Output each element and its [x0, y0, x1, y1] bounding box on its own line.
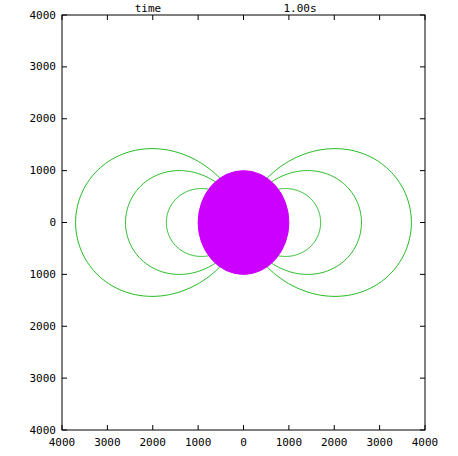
- y-tick-label: 4000: [30, 9, 57, 22]
- plot-title: time: [135, 2, 162, 15]
- y-tick-label: 2000: [30, 112, 57, 125]
- star-disc: [198, 171, 289, 275]
- x-tick-label: 2000: [321, 436, 348, 449]
- x-tick-label: 0: [240, 436, 247, 449]
- x-tick-label: 1000: [185, 436, 212, 449]
- plot-frame: [62, 15, 425, 430]
- y-tick-label: 4000: [30, 424, 57, 437]
- y-tick-label: 2000: [30, 320, 57, 333]
- x-tick-label: 4000: [412, 436, 439, 449]
- x-tick-label: 3000: [94, 436, 121, 449]
- x-tick-label: 1000: [276, 436, 303, 449]
- y-tick-label: 1000: [30, 268, 57, 281]
- y-tick-label: 3000: [30, 372, 57, 385]
- field-lines: [76, 149, 412, 297]
- tick-marks: [62, 15, 425, 430]
- x-tick-label: 4000: [49, 436, 76, 449]
- plot-title: 1.00s: [283, 2, 316, 15]
- y-tick-label: 3000: [30, 60, 57, 73]
- x-tick-label: 3000: [366, 436, 393, 449]
- y-tick-label: 0: [49, 216, 56, 229]
- x-tick-label: 2000: [140, 436, 167, 449]
- y-tick-label: 1000: [30, 164, 57, 177]
